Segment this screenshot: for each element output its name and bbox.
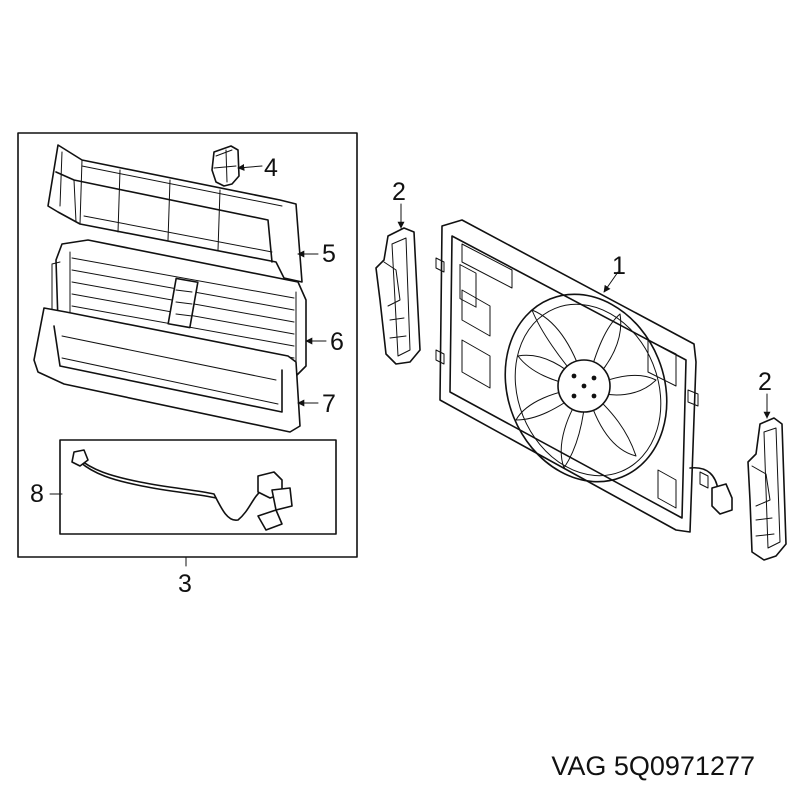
part-2-bracket-left — [375, 227, 421, 365]
callout-5: 5 — [322, 240, 336, 268]
part-7-seal-frame — [33, 307, 301, 433]
callout-8: 8 — [30, 480, 44, 508]
callout-4: 4 — [264, 154, 278, 182]
callout-2-right: 2 — [758, 368, 772, 396]
callout-3: 3 — [178, 570, 192, 598]
callout-1: 1 — [612, 252, 626, 280]
part-5-air-duct — [47, 144, 303, 283]
part-4-sensor — [211, 145, 240, 187]
part-number-caption: VAG 5Q0971277 — [551, 751, 755, 781]
part-2-bracket-right — [747, 417, 787, 561]
callout-6: 6 — [330, 328, 344, 356]
group-box-frame — [17, 132, 358, 558]
part-1-fan-shroud — [435, 219, 733, 533]
callout-2-left: 2 — [392, 178, 406, 206]
part-8-harness-box — [59, 439, 337, 535]
part-8-wiring-harness — [71, 449, 293, 531]
callout-7: 7 — [322, 390, 336, 418]
